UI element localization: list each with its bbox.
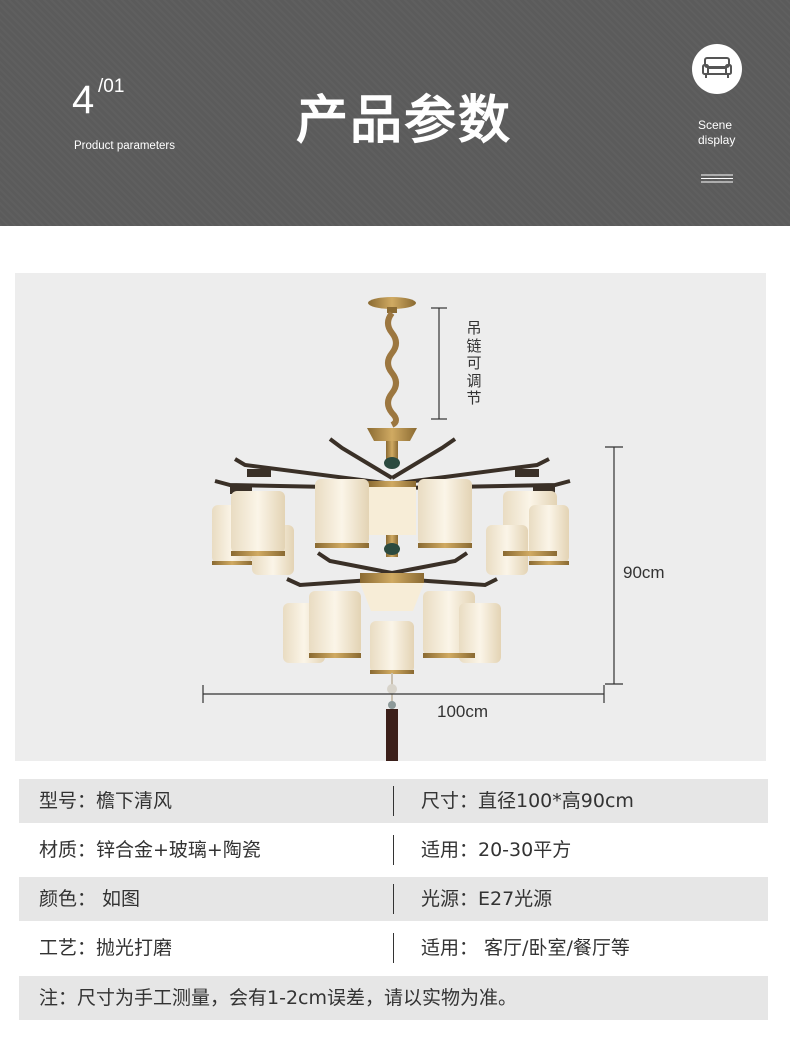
chain	[385, 311, 399, 428]
spec-model: 型号：檐下清风	[39, 790, 173, 812]
spec-row: 颜色： 如图 光源：E27光源	[19, 877, 768, 921]
section-subtitle: Product parameters	[74, 140, 175, 152]
spec-material: 材质：锌合金+玻璃+陶瓷	[39, 839, 261, 861]
spec-size: 尺寸：直径100*高90cm	[421, 790, 634, 812]
tassel	[386, 709, 398, 761]
scene-label-line2: display	[698, 133, 736, 147]
note-text: 注：尺寸为手工测量，会有1-2cm误差，请以实物为准。	[39, 987, 517, 1009]
measurement-note: 注：尺寸为手工测量，会有1-2cm误差，请以实物为准。	[19, 976, 768, 1020]
chandelier-illustration	[202, 297, 623, 761]
spec-craft: 工艺：抛光打磨	[39, 937, 173, 959]
lower-arms	[286, 551, 498, 588]
menu-icon[interactable]	[701, 174, 733, 183]
spec-row: 工艺：抛光打磨 适用： 客厅/卧室/餐厅等	[19, 926, 768, 970]
section-number-fraction: /01	[98, 76, 125, 97]
product-photo-panel	[15, 273, 766, 761]
chain-dimension-line	[431, 307, 447, 420]
section-number: 4 /01	[72, 76, 124, 123]
sofa-icon	[702, 57, 732, 78]
spec-table: 型号：檐下清风 尺寸：直径100*高90cm 材质：锌合金+玻璃+陶瓷 适用：2…	[19, 779, 768, 975]
spec-row: 型号：檐下清风 尺寸：直径100*高90cm	[19, 779, 768, 823]
chain-adjustable-label: 吊链可调节	[466, 319, 482, 407]
width-dimension-line	[202, 685, 605, 703]
height-dimension-label: 90cm	[623, 563, 665, 582]
spec-row: 材质：锌合金+玻璃+陶瓷 适用：20-30平方	[19, 828, 768, 872]
row-divider	[393, 933, 394, 963]
page-title: 产品参数	[296, 91, 513, 151]
spec-color: 颜色： 如图	[39, 888, 141, 910]
header-banner: 4 /01 Product parameters 产品参数 Scene disp…	[0, 0, 790, 226]
upper-shades	[212, 479, 569, 575]
row-divider	[393, 884, 394, 914]
spec-application: 适用： 客厅/卧室/餐厅等	[421, 937, 630, 959]
height-dimension-line	[605, 446, 623, 685]
arm-brackets	[230, 469, 555, 494]
row-divider	[393, 835, 394, 865]
ceiling-canopy	[368, 297, 416, 309]
scene-display-button[interactable]	[692, 44, 742, 94]
scene-label-line1: Scene	[698, 118, 733, 132]
spec-area: 适用：20-30平方	[421, 839, 572, 861]
lower-shades	[283, 591, 501, 673]
section-number-main: 4	[72, 78, 95, 122]
scene-display-label[interactable]: Scene display	[698, 118, 735, 148]
width-dimension-label: 100cm	[437, 702, 489, 721]
spec-light-source: 光源：E27光源	[421, 888, 553, 910]
row-divider	[393, 786, 394, 816]
